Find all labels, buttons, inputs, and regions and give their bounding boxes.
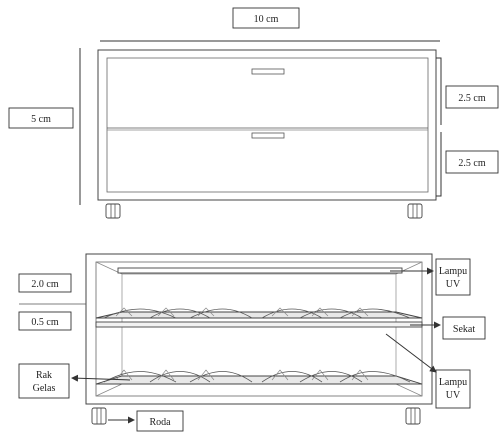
drawer-bottom-label: 2.5 cm: [458, 158, 485, 169]
dim-top-label-box: [18, 273, 72, 293]
divider-label: Sekat: [453, 324, 475, 335]
width-label-box: [232, 7, 300, 29]
lamp-top-label-line2: UV: [446, 279, 461, 290]
wheel-label: Roda: [149, 417, 171, 428]
rack-arrow: [71, 374, 131, 382]
lamp-top-label-line1: Lampu: [439, 266, 467, 277]
dim-mid-label: 0.5 cm: [31, 317, 58, 328]
wheel-right-bottom: [405, 407, 421, 425]
drawer-handle-top: [251, 68, 285, 75]
top-view: 10 cm 5 cm 2.5 cm 2.5 cm: [8, 7, 499, 219]
rack-label-line2: Gelas: [33, 383, 56, 394]
cabinet-outer-frame: [97, 49, 437, 201]
lamp-bottom-label-box: [435, 369, 471, 409]
bottom-view: 2.0 cm 0.5 cm Rak Gelas Lampu UV Sekat L…: [18, 253, 486, 432]
wheel-left-top: [105, 203, 121, 219]
rack-label-box: [18, 363, 70, 399]
lamp-top-label-box: [435, 258, 471, 296]
drawer-bottom-bracket: [436, 132, 442, 197]
cabinet-interior-inner-frame: [95, 261, 423, 397]
height-label-box: [8, 107, 74, 129]
glass-rack-lower: [95, 369, 423, 385]
drawer-top-bracket: [436, 57, 442, 125]
wheel-right-top: [407, 203, 423, 219]
dim-mid-label-box: [18, 311, 72, 331]
height-label: 5 cm: [31, 114, 51, 125]
lamp-bottom-label-line1: Lampu: [439, 377, 467, 388]
dim-top-label: 2.0 cm: [31, 279, 58, 290]
wheel-left-bottom: [91, 407, 107, 425]
lamp-bottom-arrow: [385, 333, 437, 373]
glass-rack-upper: [95, 307, 423, 319]
drawer-handle-bottom: [251, 132, 285, 139]
divider-label-box: [442, 316, 486, 340]
uv-lamp-top: [117, 267, 403, 274]
lamp-bottom-label-line2: UV: [446, 390, 461, 401]
wheel-label-box: [136, 410, 184, 432]
drawer-top-label-box: [445, 85, 499, 109]
drawer-bottom-label-box: [445, 150, 499, 174]
rack-label-line1: Rak: [36, 370, 52, 381]
drawer-top-label: 2.5 cm: [458, 93, 485, 104]
cabinet-inner-frame: [106, 57, 429, 193]
divider-shelf: [95, 321, 423, 328]
width-label: 10 cm: [254, 14, 279, 25]
